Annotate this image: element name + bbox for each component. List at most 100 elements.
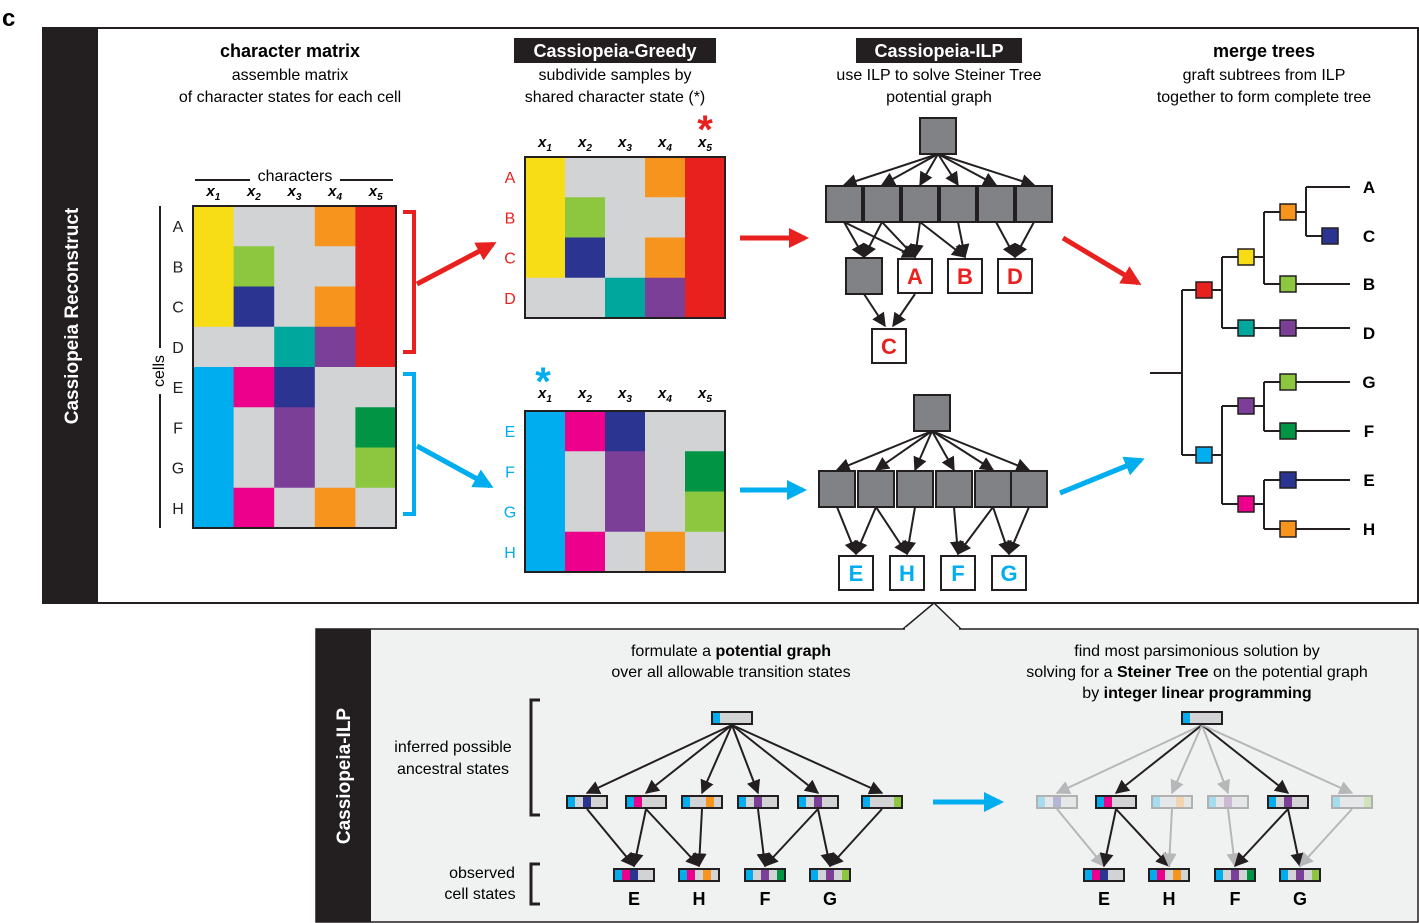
state-bar-segment bbox=[777, 869, 785, 881]
state-bar bbox=[1267, 795, 1309, 809]
tree-node bbox=[1237, 397, 1255, 415]
state-bar-segment bbox=[682, 796, 690, 808]
matrix-cell bbox=[355, 246, 397, 288]
matrix-border bbox=[192, 205, 397, 529]
state-bar-fill bbox=[862, 796, 902, 808]
matrix-cell bbox=[233, 487, 275, 529]
matrix-cell bbox=[685, 451, 726, 493]
state-bar-border bbox=[1207, 795, 1249, 809]
matrix-cell bbox=[355, 326, 397, 368]
col2-title: Cassiopeia-Greedy bbox=[533, 41, 696, 61]
matrix-cell bbox=[645, 451, 686, 493]
row-label: H bbox=[504, 545, 516, 562]
state-bar-segment bbox=[583, 796, 591, 808]
state-bar-segment bbox=[826, 869, 834, 881]
edge-arrow bbox=[764, 808, 819, 868]
char-label: x3 bbox=[287, 183, 302, 203]
cyan-bracket bbox=[403, 372, 416, 516]
state-bar-segment bbox=[1100, 869, 1108, 881]
char-label: x3 bbox=[617, 385, 632, 405]
col2-heading: Cassiopeia-Greedy subdivide samples by s… bbox=[514, 38, 716, 106]
edge-arrow bbox=[586, 808, 635, 868]
row-label: F bbox=[173, 420, 183, 437]
state-bar-border bbox=[1148, 868, 1190, 882]
col1-heading: character matrix assemble matrix of char… bbox=[179, 41, 401, 106]
state-bar-segment bbox=[1268, 796, 1276, 808]
graph-node bbox=[935, 470, 973, 508]
edge-arrow bbox=[854, 506, 877, 556]
matrix-cell bbox=[193, 407, 235, 449]
graph-node bbox=[845, 257, 883, 295]
leaf-label: H bbox=[899, 561, 915, 586]
state-bar-border bbox=[681, 795, 723, 809]
matrix-cell bbox=[525, 491, 566, 533]
graph-node bbox=[919, 117, 957, 155]
matrix-labels: characters cells bbox=[150, 167, 393, 528]
matrix-cell bbox=[233, 326, 275, 368]
edge-arrow bbox=[880, 153, 939, 186]
state-bar-segment bbox=[1215, 869, 1223, 881]
state-bar-segment bbox=[1149, 869, 1157, 881]
state-bar-fill bbox=[1037, 796, 1077, 808]
inferred-bracket bbox=[529, 698, 540, 817]
char-label-letter: x bbox=[287, 183, 297, 200]
graph-node bbox=[818, 470, 856, 508]
matrix-cell bbox=[605, 277, 646, 319]
matrix-cell bbox=[193, 326, 235, 368]
bottom-left-title-pre: formulate a bbox=[631, 643, 715, 660]
state-bar-segment bbox=[1284, 796, 1292, 808]
state-bar-segment bbox=[1296, 869, 1304, 881]
leaf-box bbox=[997, 258, 1033, 294]
red-bracket bbox=[403, 210, 416, 354]
tree-node bbox=[1279, 319, 1297, 337]
char-label-letter: x bbox=[617, 385, 627, 402]
matrix-cell bbox=[274, 407, 316, 449]
matrix-cell bbox=[685, 531, 726, 573]
row-label: F bbox=[505, 464, 515, 481]
edge-arrow bbox=[835, 430, 933, 472]
edge-arrow bbox=[1115, 808, 1170, 868]
char-label-letter: x bbox=[537, 134, 547, 151]
state-bar-segment bbox=[814, 796, 822, 808]
tree-leaf-label: H bbox=[1363, 520, 1375, 539]
state-bar-border bbox=[797, 795, 839, 809]
greedy-bottom-matrix bbox=[524, 410, 726, 573]
row-label: G bbox=[172, 461, 184, 478]
graph-node bbox=[1010, 470, 1048, 508]
graph-node bbox=[977, 185, 1015, 223]
edge-arrow bbox=[931, 430, 1031, 472]
tree-node bbox=[1195, 446, 1213, 464]
state-bar-fill bbox=[1182, 712, 1222, 724]
col4-sub2: together to form complete tree bbox=[1157, 89, 1371, 106]
edge-arrow bbox=[874, 430, 933, 471]
char-label: x4 bbox=[327, 183, 342, 203]
leaf-box bbox=[889, 555, 925, 591]
callout-pointer bbox=[902, 601, 962, 630]
matrix-cell bbox=[645, 197, 686, 239]
char-label-index: 5 bbox=[377, 192, 383, 203]
col3-sub1: use ILP to solve Steiner Tree bbox=[836, 67, 1041, 84]
state-bar-border bbox=[1181, 711, 1223, 725]
matrix-cell bbox=[605, 491, 646, 533]
leaf-box bbox=[947, 258, 983, 294]
row-label: D bbox=[504, 291, 516, 308]
edge-arrow bbox=[919, 153, 939, 187]
observed-leaf-label: H bbox=[1163, 889, 1176, 909]
matrix-cell bbox=[355, 407, 397, 449]
edge-arrow bbox=[644, 724, 733, 794]
state-bar-border bbox=[1279, 868, 1321, 882]
red-arrow-3 bbox=[1061, 235, 1142, 286]
characters-label: characters bbox=[258, 168, 333, 185]
char-label: x2 bbox=[577, 134, 592, 154]
tree-leaf-label: B bbox=[1363, 275, 1375, 294]
state-bar bbox=[625, 795, 667, 809]
character-matrix bbox=[192, 205, 397, 529]
bottom-right-title-3-bold: integer linear programming bbox=[1104, 685, 1312, 702]
state-bar-segment bbox=[1092, 869, 1100, 881]
state-bar-border bbox=[809, 868, 851, 882]
col4-sub1: graft subtrees from ILP bbox=[1183, 67, 1346, 84]
